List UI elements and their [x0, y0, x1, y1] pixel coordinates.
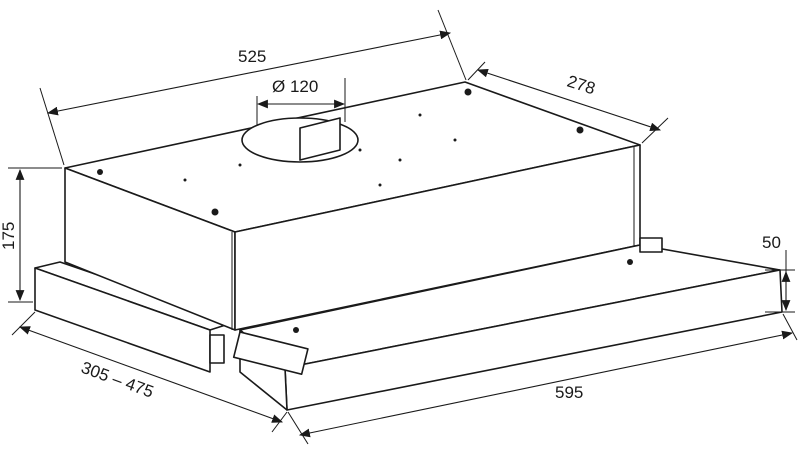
label-50: 50: [762, 233, 781, 252]
dimension-visor-height-50: 50: [762, 233, 795, 313]
damper-flap: [299, 117, 341, 161]
dimension-width-525: 525: [39, 9, 467, 166]
label-278: 278: [565, 72, 598, 99]
dimension-height-175: 175: [0, 167, 62, 303]
label-175: 175: [0, 222, 18, 250]
rail-bracket: [639, 237, 663, 253]
dimension-visor-width-595: 595: [287, 313, 798, 445]
label-diameter-120: Ø 120: [272, 77, 318, 96]
label-305-475: 305 – 475: [79, 358, 157, 402]
dimension-outlet-120: Ø 120: [256, 77, 346, 125]
label-525: 525: [238, 47, 266, 66]
label-595: 595: [555, 383, 583, 402]
